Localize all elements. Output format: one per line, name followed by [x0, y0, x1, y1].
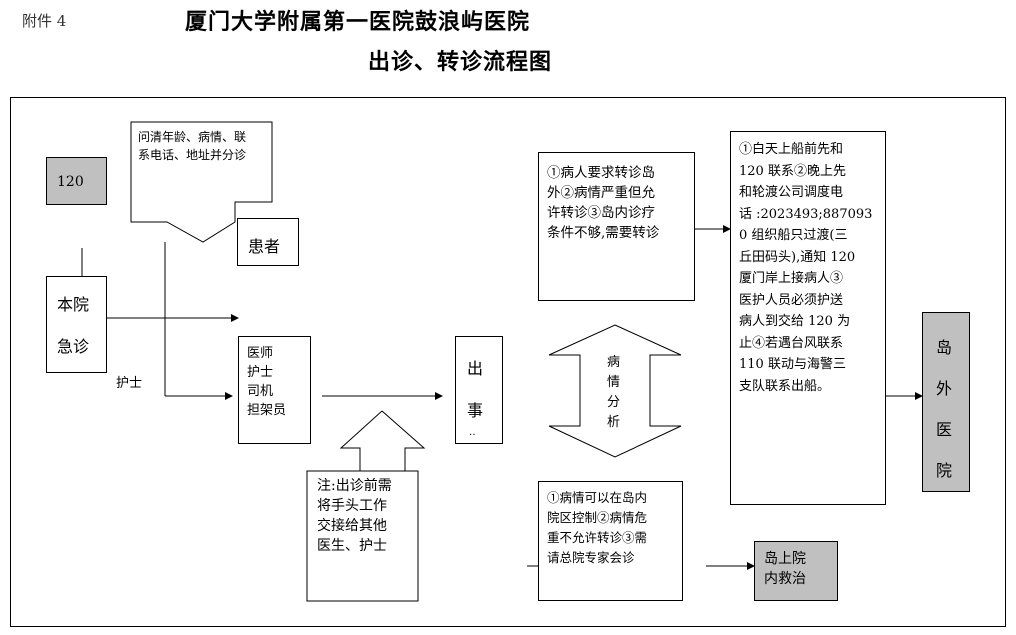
- nurse-label: 护士: [116, 376, 143, 391]
- dispatch-box: 出 事 ‥: [455, 336, 503, 444]
- procedure-line: 病人到交给 120 为: [739, 314, 851, 329]
- condition-char: 情: [607, 375, 621, 390]
- onisland-care-line: 岛上院: [764, 551, 806, 567]
- patient-box: 患者: [237, 218, 299, 266]
- staff-item: 护士: [247, 365, 274, 380]
- transfer-procedure-box: ①白天上船前先和 120 联系②晚上先 和轮渡公司调度电 话 :2023493;…: [730, 131, 886, 505]
- offisland-char: 岛: [936, 338, 953, 357]
- transfer-reason-line: 条件不够,需要转诊: [547, 225, 660, 241]
- condition-char: 分: [607, 395, 621, 410]
- offisland-char: 外: [936, 379, 953, 398]
- transfer-reason-text: ①病人要求转诊岛 外②病情严重但允 许转诊③岛内诊疗 条件不够,需要转诊: [547, 163, 659, 243]
- staff-item: 担架员: [247, 403, 287, 418]
- local-reason-line: 重不允许转诊③需: [547, 530, 648, 545]
- procedure-line: 厦门岸上接病人③: [739, 271, 844, 286]
- call-120-label: 120: [57, 174, 84, 190]
- er-label: 本院: [57, 295, 90, 314]
- note-line: 注:出诊前需: [317, 478, 392, 494]
- procedure-line: 110 联动与海警三: [739, 357, 846, 372]
- staff-box: 医师 护士 司机 担架员: [238, 336, 311, 444]
- local-reason-line: 院区控制②病情危: [547, 510, 648, 525]
- staff-list: 医师 护士 司机 担架员: [247, 344, 286, 420]
- procedure-line: 和轮渡公司调度电: [739, 185, 844, 200]
- staff-item: 司机: [247, 384, 274, 399]
- procedure-line: 支队联系出船。: [739, 378, 831, 394]
- note-line: 交接给其他: [317, 518, 387, 534]
- er-box: 本院 急诊: [46, 276, 107, 373]
- note-line: 医生、护士: [317, 538, 387, 554]
- er-label: 急诊: [57, 337, 90, 356]
- offisland-hospital-box: 岛 外 医 院: [922, 312, 970, 492]
- condition-char: 病: [607, 355, 621, 370]
- procedure-line: 止④若遇台风联系: [739, 335, 844, 351]
- inquiry-line: 问清年龄、病情、联: [138, 130, 247, 144]
- procedure-line: ①白天上船前先和: [739, 142, 844, 157]
- down-arrow-callout: [130, 121, 273, 243]
- offisland-char: 医: [936, 420, 953, 439]
- handover-note: 注:出诊前需 将手头工作 交接给其他 医生、护士: [317, 476, 417, 556]
- procedure-line: 话 :2023493;887093: [739, 206, 873, 222]
- procedure-line: 医护人员必须护送: [739, 292, 844, 308]
- procedure-line: 0 组织船只过渡(三: [739, 228, 848, 243]
- diagram-frame: [10, 97, 1006, 627]
- inquiry-instruction: 问清年龄、病情、联 系电话、地址并分诊: [138, 128, 270, 164]
- dispatch-char: 事: [467, 401, 484, 420]
- page-title: 厦门大学附属第一医院鼓浪屿医院: [185, 9, 531, 35]
- procedure-line: 丘田码头),通知 120: [739, 249, 856, 265]
- condition-analysis-label: 病 情 分 析: [607, 353, 620, 433]
- offisland-char: 院: [936, 461, 953, 480]
- onisland-care-text: 岛上院 内救治: [764, 549, 806, 589]
- dispatch-char: ‥: [469, 427, 476, 438]
- procedure-line: 120 联系②晚上先: [739, 163, 846, 179]
- note-line: 将手头工作: [317, 498, 387, 514]
- offisland-hospital-text: 岛 外 医 院: [936, 327, 952, 491]
- staff-item: 医师: [247, 346, 274, 361]
- local-reason-line: ①病情可以在岛内: [547, 490, 648, 505]
- transfer-procedure-text: ①白天上船前先和 120 联系②晚上先 和轮渡公司调度电 话 :2023493;…: [739, 139, 872, 397]
- condition-char: 析: [607, 415, 621, 430]
- call-120-box: 120: [46, 157, 107, 205]
- onisland-care-box: 岛上院 内救治: [754, 541, 838, 601]
- annex-label: 附件 4: [22, 12, 67, 30]
- inquiry-line: 系电话、地址并分诊: [138, 148, 247, 162]
- local-reason-box: ①病情可以在岛内 院区控制②病情危 重不允许转诊③需 请总院专家会诊: [538, 481, 683, 601]
- dispatch-char: 出: [467, 359, 484, 378]
- double-arrow-shape: [548, 324, 682, 458]
- onisland-care-line: 内救治: [764, 571, 806, 587]
- transfer-reason-line: 许转诊③岛内诊疗: [547, 205, 655, 221]
- page-subtitle: 出诊、转诊流程图: [368, 49, 553, 75]
- transfer-reason-line: ①病人要求转诊岛: [547, 165, 655, 181]
- up-arrow-callout: [306, 410, 426, 602]
- transfer-reason-line: 外②病情严重但允: [547, 185, 655, 201]
- local-reason-line: 请总院专家会诊: [547, 550, 635, 565]
- local-reason-text: ①病情可以在岛内 院区控制②病情危 重不允许转诊③需 请总院专家会诊: [547, 488, 647, 568]
- patient-label: 患者: [248, 237, 281, 256]
- transfer-reason-box: ①病人要求转诊岛 外②病情严重但允 许转诊③岛内诊疗 条件不够,需要转诊: [538, 152, 695, 301]
